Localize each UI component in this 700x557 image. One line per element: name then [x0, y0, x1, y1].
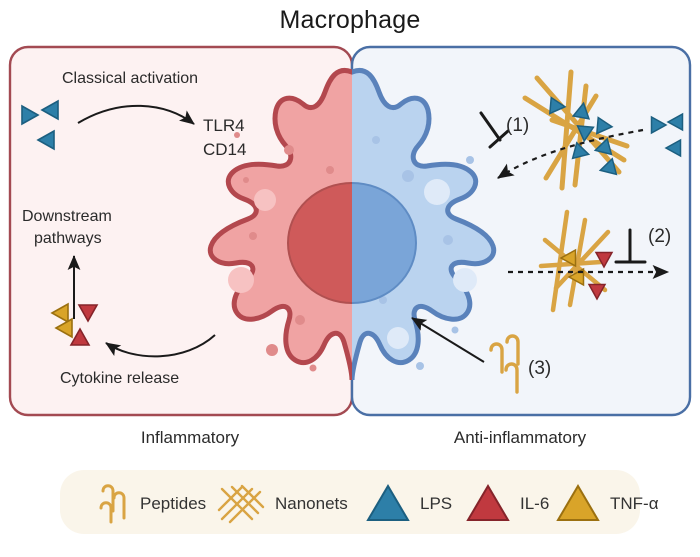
lps-triangle-icon — [593, 137, 613, 156]
panel-caption-anti-inflammatory: Anti-inflammatory — [453, 428, 587, 447]
lps-triangle-icon — [664, 138, 682, 158]
lps-triangle-icon — [571, 101, 591, 120]
figure-title: Macrophage — [279, 6, 421, 34]
lps-cluster-left — [21, 99, 59, 151]
receptor-tlr4-label: TLR4 — [203, 116, 245, 135]
legend-peptides-icon — [99, 484, 126, 524]
receptor-cd14-label: CD14 — [203, 140, 246, 159]
peptides-group: (3) — [411, 317, 551, 394]
cytokine-release-arrow — [105, 334, 216, 358]
cytokine-release-group: Cytokine release — [60, 334, 216, 387]
nanonet-cytokine-group: (2) — [508, 209, 671, 313]
lps-triangle-icon — [576, 124, 595, 143]
legend-label-lps: LPS — [420, 494, 452, 513]
tnfa-triangle-icon — [54, 317, 73, 339]
cytokine-cluster-left — [50, 302, 99, 346]
legend-label-peptides: Peptides — [140, 494, 206, 513]
lps-triangle-icon — [595, 116, 614, 135]
classical-activation-arrow — [77, 104, 195, 125]
lps-triangle-icon — [650, 115, 668, 135]
downstream-label-line1: Downstream — [22, 208, 112, 225]
lps-triangle-icon — [36, 129, 55, 151]
legend-label-nanonets: Nanonets — [275, 494, 348, 513]
legend-label-tnfa: TNF-α — [610, 494, 659, 513]
lps-triangle-icon — [598, 157, 618, 176]
macrophage-cell — [210, 70, 493, 380]
lps-triangle-icon — [548, 96, 567, 115]
cell-nucleus-left — [287, 182, 352, 304]
legend-lps-triangle-icon — [366, 484, 410, 521]
lps-triangle-icon — [666, 112, 684, 132]
lps-triangle-icon — [571, 141, 591, 160]
nanonet-lps-group: (1) — [479, 69, 684, 191]
annotation-3-label: (3) — [528, 358, 551, 379]
classical-activation-label: Classical activation — [62, 70, 198, 87]
il6-triangle-icon — [69, 327, 91, 346]
cell-half-inflammatory — [210, 70, 352, 380]
lps-in-nanonet — [548, 96, 618, 176]
legend: Peptides Nanonets LPS IL-6 TNF-α — [60, 470, 659, 534]
cell-half-anti-inflammatory — [352, 70, 493, 380]
panel-caption-inflammatory: Inflammatory — [140, 428, 240, 447]
tnfa-triangle-icon — [50, 302, 69, 324]
lps-cluster-right — [650, 112, 684, 158]
inhibition-symbol-1-icon — [479, 111, 510, 149]
lps-blocked-path — [497, 128, 644, 179]
annotation-2-label: (2) — [648, 226, 671, 247]
legend-label-il6: IL-6 — [520, 494, 549, 513]
downstream-pathways-group: Downstream pathways — [22, 208, 112, 319]
legend-il6-triangle-icon — [466, 484, 510, 521]
legend-tnfa-triangle-icon — [556, 484, 600, 521]
tnfa-triangle-icon — [559, 248, 577, 268]
cytokine-release-label: Cytokine release — [60, 370, 179, 387]
annotation-1-label: (1) — [506, 115, 529, 136]
il6-triangle-icon — [77, 304, 99, 323]
classical-activation-group: Classical activation TLR4 CD14 — [62, 70, 246, 159]
lps-triangle-icon — [40, 99, 59, 121]
il6-triangle-icon — [594, 251, 614, 269]
downstream-label-line2: pathways — [34, 230, 102, 247]
legend-nanonets-icon — [217, 484, 265, 524]
il6-triangle-icon — [587, 283, 607, 301]
peptides-icon — [489, 334, 520, 394]
lps-triangle-icon — [21, 104, 40, 126]
peptide-uptake-arrow — [411, 317, 485, 363]
inhibition-symbol-2-icon — [614, 228, 647, 264]
cell-nucleus-right — [352, 182, 417, 304]
